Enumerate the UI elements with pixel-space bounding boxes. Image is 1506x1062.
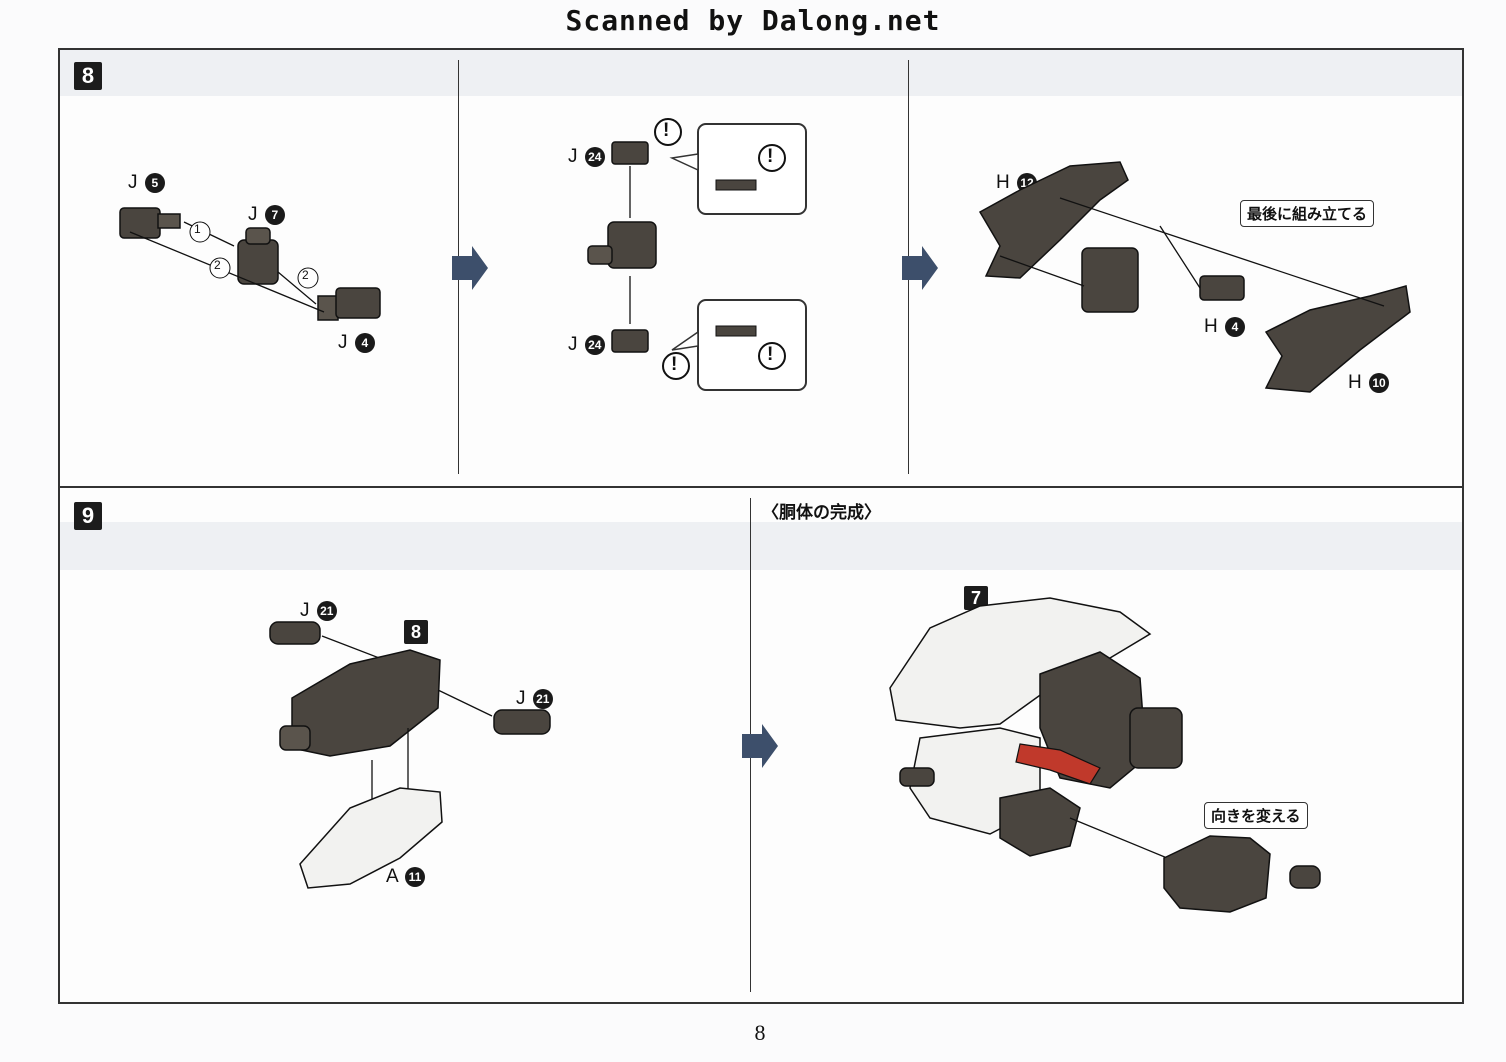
warning-icon: ! xyxy=(663,120,670,141)
bleed-through-band xyxy=(60,50,1462,96)
step9-left-illustration xyxy=(269,621,551,889)
part-label-j21-right: J 21 xyxy=(516,688,553,710)
note-callout-change-direction: 向きを変える xyxy=(1204,802,1308,829)
step-8-frame: 8 J 5 J 7 J 4 1 2 2 J 24 J 24 xyxy=(58,48,1464,488)
part-label-h10: H 10 xyxy=(1348,372,1390,394)
page-number: 8 xyxy=(754,1020,766,1045)
step8-panel-a-illustration xyxy=(119,207,381,321)
order-mark-2: 2 xyxy=(214,258,221,272)
bleed-through-band xyxy=(60,522,1462,570)
step-9-frame: 9 J 21 J 21 A 11 8 〈胴体の完成〉 7 向きを変える xyxy=(58,486,1464,1004)
part-j7-shape xyxy=(237,227,279,285)
warning-icon: ! xyxy=(671,354,678,375)
part-label-j5: J 5 xyxy=(128,172,165,194)
warning-icon: ! xyxy=(767,344,774,365)
step-number-9: 9 xyxy=(74,502,102,530)
warning-icon: ! xyxy=(767,146,774,167)
ref-step-8: 8 xyxy=(404,620,428,644)
next-arrow-icon xyxy=(452,246,938,290)
step8-panel-c-illustration xyxy=(978,161,1411,393)
order-mark-2b: 2 xyxy=(302,268,309,282)
note-callout-assemble-last: 最後に組み立てる xyxy=(1240,200,1375,227)
order-mark-1: 1 xyxy=(194,222,201,236)
part-label-j4: J 4 xyxy=(338,332,375,354)
part-j5-shape xyxy=(119,207,181,239)
part-label-a11: A 11 xyxy=(386,866,425,888)
section-title: 〈胴体の完成〉 xyxy=(762,503,881,523)
part-label-j21-left: J 21 xyxy=(300,600,337,622)
step-number-8: 8 xyxy=(74,62,102,90)
part-label-j24-bottom: J 24 xyxy=(568,334,605,356)
part-label-h4: H 4 xyxy=(1204,316,1246,338)
scanner-watermark: Scanned by Dalong.net xyxy=(565,4,941,37)
next-arrow-icon xyxy=(742,724,778,768)
step9-right-illustration xyxy=(889,597,1321,913)
step8-panel-b-illustration xyxy=(587,118,807,391)
part-label-j7: J 7 xyxy=(248,204,285,226)
part-j4-shape xyxy=(317,287,381,321)
part-label-j24-top: J 24 xyxy=(568,146,605,168)
